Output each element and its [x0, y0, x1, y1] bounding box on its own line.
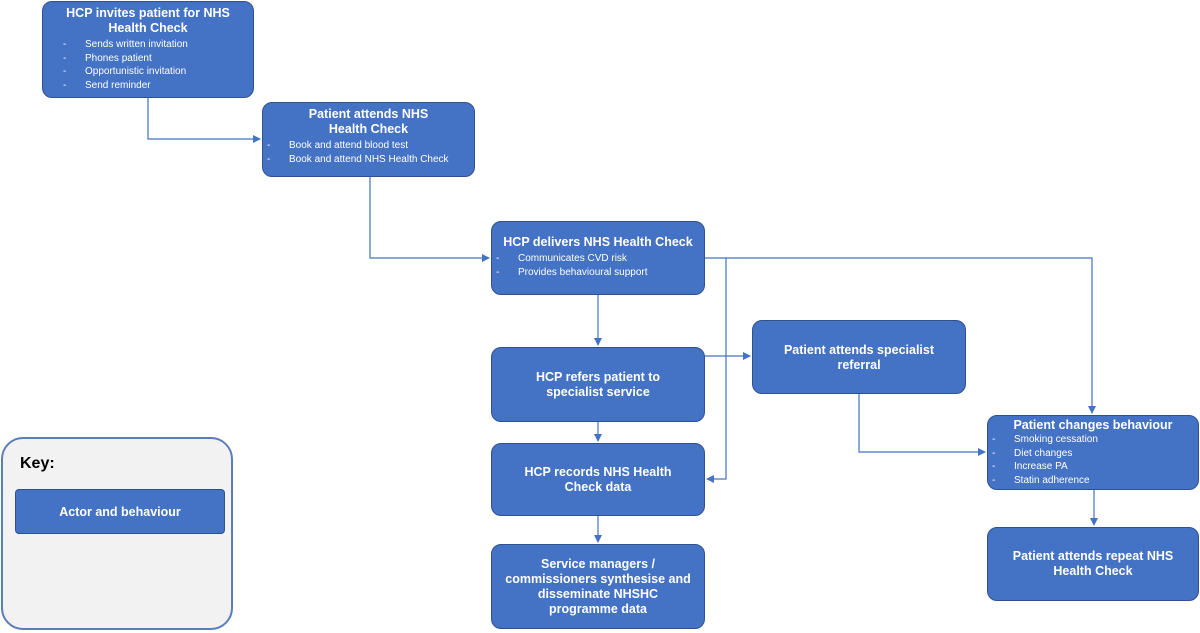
list-item: Sends written invitation: [63, 38, 245, 52]
connector-specialist-to-behaviour: [858, 394, 986, 456]
connector-deliver-to-record: [706, 258, 727, 483]
key-sample-actor-behaviour: Actor and behaviour: [15, 489, 225, 534]
list-item: Diet changes: [992, 447, 1190, 461]
list-item: Phones patient: [63, 52, 245, 66]
list-item: Increase PA: [992, 460, 1190, 474]
node-hcp-invites-patient: HCP invites patient for NHS Health Check…: [42, 1, 254, 98]
node-service-managers: Service managers / commissioners synthes…: [491, 544, 705, 629]
list-item: Smoking cessation: [992, 433, 1190, 447]
node-patient-changes-behaviour: Patient changes behaviour Smoking cessat…: [987, 415, 1199, 490]
node-hcp-records-data: HCP records NHS Health Check data: [491, 443, 705, 516]
node-title: HCP records NHS Health Check data: [524, 464, 672, 494]
node-hcp-delivers-check: HCP delivers NHS Health Check Communicat…: [491, 221, 705, 295]
list-item: Opportunistic invitation: [63, 65, 245, 79]
node-patient-attends-check: Patient attends NHS Health Check Book an…: [262, 102, 475, 177]
connector-invite-to-attend: [147, 98, 261, 143]
list-item: Send reminder: [63, 79, 245, 93]
node-title: Patient attends NHS Health Check: [308, 107, 429, 136]
node-title: Patient changes behaviour: [1013, 418, 1173, 432]
connector-attend-to-deliver: [369, 177, 490, 262]
node-hcp-refers-patient: HCP refers patient to specialist service: [491, 347, 705, 422]
node-title: HCP invites patient for NHS Health Check: [66, 6, 230, 35]
node-list: Communicates CVD risk Provides behaviour…: [496, 252, 696, 280]
connector-deliver-to-behaviour: [705, 257, 1096, 414]
node-title: HCP delivers NHS Health Check: [503, 235, 693, 249]
node-patient-attends-specialist: Patient attends specialist referral: [752, 320, 966, 394]
list-item: Communicates CVD risk: [496, 252, 696, 266]
node-title: Patient attends repeat NHS Health Check: [1012, 549, 1174, 578]
list-item: Book and attend blood test: [267, 139, 466, 153]
list-item: Statin adherence: [992, 474, 1190, 488]
node-title: Patient attends specialist referral: [783, 343, 935, 372]
list-item: Book and attend NHS Health Check: [267, 153, 466, 167]
node-list: Sends written invitation Phones patient …: [51, 38, 245, 92]
node-title: HCP refers patient to specialist service: [535, 369, 661, 399]
key-title: Key:: [20, 455, 55, 472]
node-list: Smoking cessation Diet changes Increase …: [992, 433, 1190, 488]
node-title: Service managers / commissioners synthes…: [505, 556, 691, 616]
key-legend: Key: Actor and behaviour: [1, 437, 233, 630]
node-list: Book and attend blood test Book and atte…: [267, 139, 466, 167]
list-item: Provides behavioural support: [496, 266, 696, 280]
node-patient-attends-repeat: Patient attends repeat NHS Health Check: [987, 527, 1199, 601]
